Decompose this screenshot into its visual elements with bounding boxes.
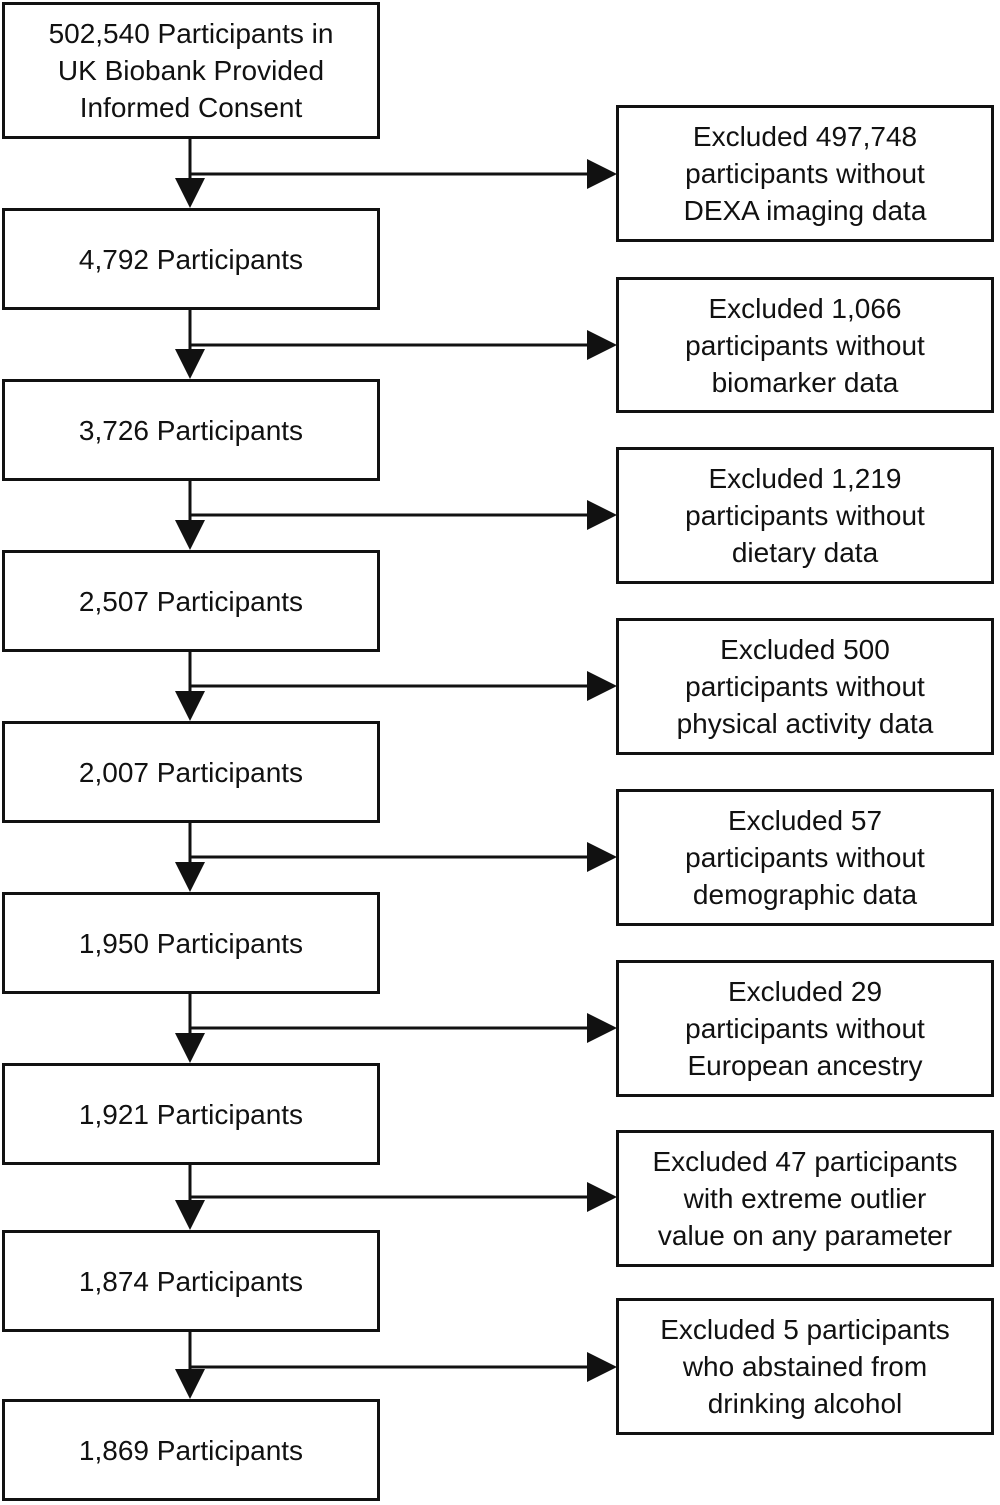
box-text-line: 2,507 Participants (78, 585, 304, 617)
box-text-line: participants without (685, 158, 925, 189)
box-text-line: Excluded 1,219 (708, 463, 902, 494)
box-text-line: biomarker data (711, 366, 899, 398)
box-text-line: dietary data (731, 537, 879, 568)
box-text-line: 4,792 Participants (78, 243, 304, 275)
box-text-line: 1,921 Participants (78, 1098, 304, 1130)
box-text-line: who abstained from (682, 1351, 928, 1382)
box-text-line: 3,726 Participants (78, 414, 304, 446)
box-text-line: European ancestry (687, 1050, 923, 1081)
exclusion-box: Excluded 497,748 participants without DE… (616, 105, 994, 242)
box-text-line: Excluded 500 (720, 634, 890, 665)
box-text-line: demographic data (692, 879, 918, 910)
exclusion-box: Excluded 57 participants without demogra… (616, 789, 994, 926)
box-text-line: 1,869 Participants (78, 1434, 304, 1466)
box-text-line: Excluded 47 participants (652, 1146, 958, 1177)
box-text-line: Excluded 497,748 (692, 121, 918, 152)
participant-box: 4,792 Participants (2, 208, 380, 310)
box-text-line: Excluded 1,066 (708, 292, 902, 324)
box-text-line: 1,874 Participants (78, 1265, 304, 1297)
participant-box: 1,921 Participants (2, 1063, 380, 1165)
participant-box: 3,726 Participants (2, 379, 380, 481)
box-text-line: value on any parameter (657, 1220, 953, 1251)
box-text-line: 1,950 Participants (78, 927, 304, 959)
box-text-line: participants without (685, 1013, 925, 1044)
participant-box: 502,540 Participants in UK Biobank Provi… (2, 2, 380, 139)
box-text-line: Excluded 29 (727, 976, 883, 1007)
box-text-line: DEXA imaging data (683, 195, 927, 226)
box-text-line: Excluded 57 (727, 805, 883, 836)
box-text-line: participants without (685, 842, 925, 873)
box-text-line: participants without (685, 329, 925, 361)
participant-box: 1,950 Participants (2, 892, 380, 994)
box-text-line: physical activity data (676, 708, 934, 739)
box-text-line: 502,540 Participants in (48, 18, 334, 49)
exclusion-box: Excluded 1,066 participants without biom… (616, 277, 994, 413)
box-text-line: UK Biobank Provided (57, 55, 325, 86)
participant-box: 2,007 Participants (2, 721, 380, 823)
participant-box: 1,874 Participants (2, 1230, 380, 1332)
box-text-line: Excluded 5 participants (660, 1314, 950, 1345)
exclusion-box: Excluded 29 participants without Europea… (616, 960, 994, 1097)
box-text-line: 2,007 Participants (78, 756, 304, 788)
box-text-line: with extreme outlier (683, 1183, 927, 1214)
exclusion-box: Excluded 500 participants without physic… (616, 618, 994, 755)
exclusion-box: Excluded 5 participants who abstained fr… (616, 1298, 994, 1435)
participant-box: 1,869 Participants (2, 1399, 380, 1501)
box-text-line: Informed Consent (79, 92, 303, 123)
exclusion-box: Excluded 1,219 participants without diet… (616, 447, 994, 584)
box-text-line: participants without (685, 500, 925, 531)
box-text-line: participants without (685, 671, 925, 702)
exclusion-box: Excluded 47 participants with extreme ou… (616, 1130, 994, 1267)
participant-box: 2,507 Participants (2, 550, 380, 652)
box-text-line: drinking alcohol (707, 1388, 903, 1419)
